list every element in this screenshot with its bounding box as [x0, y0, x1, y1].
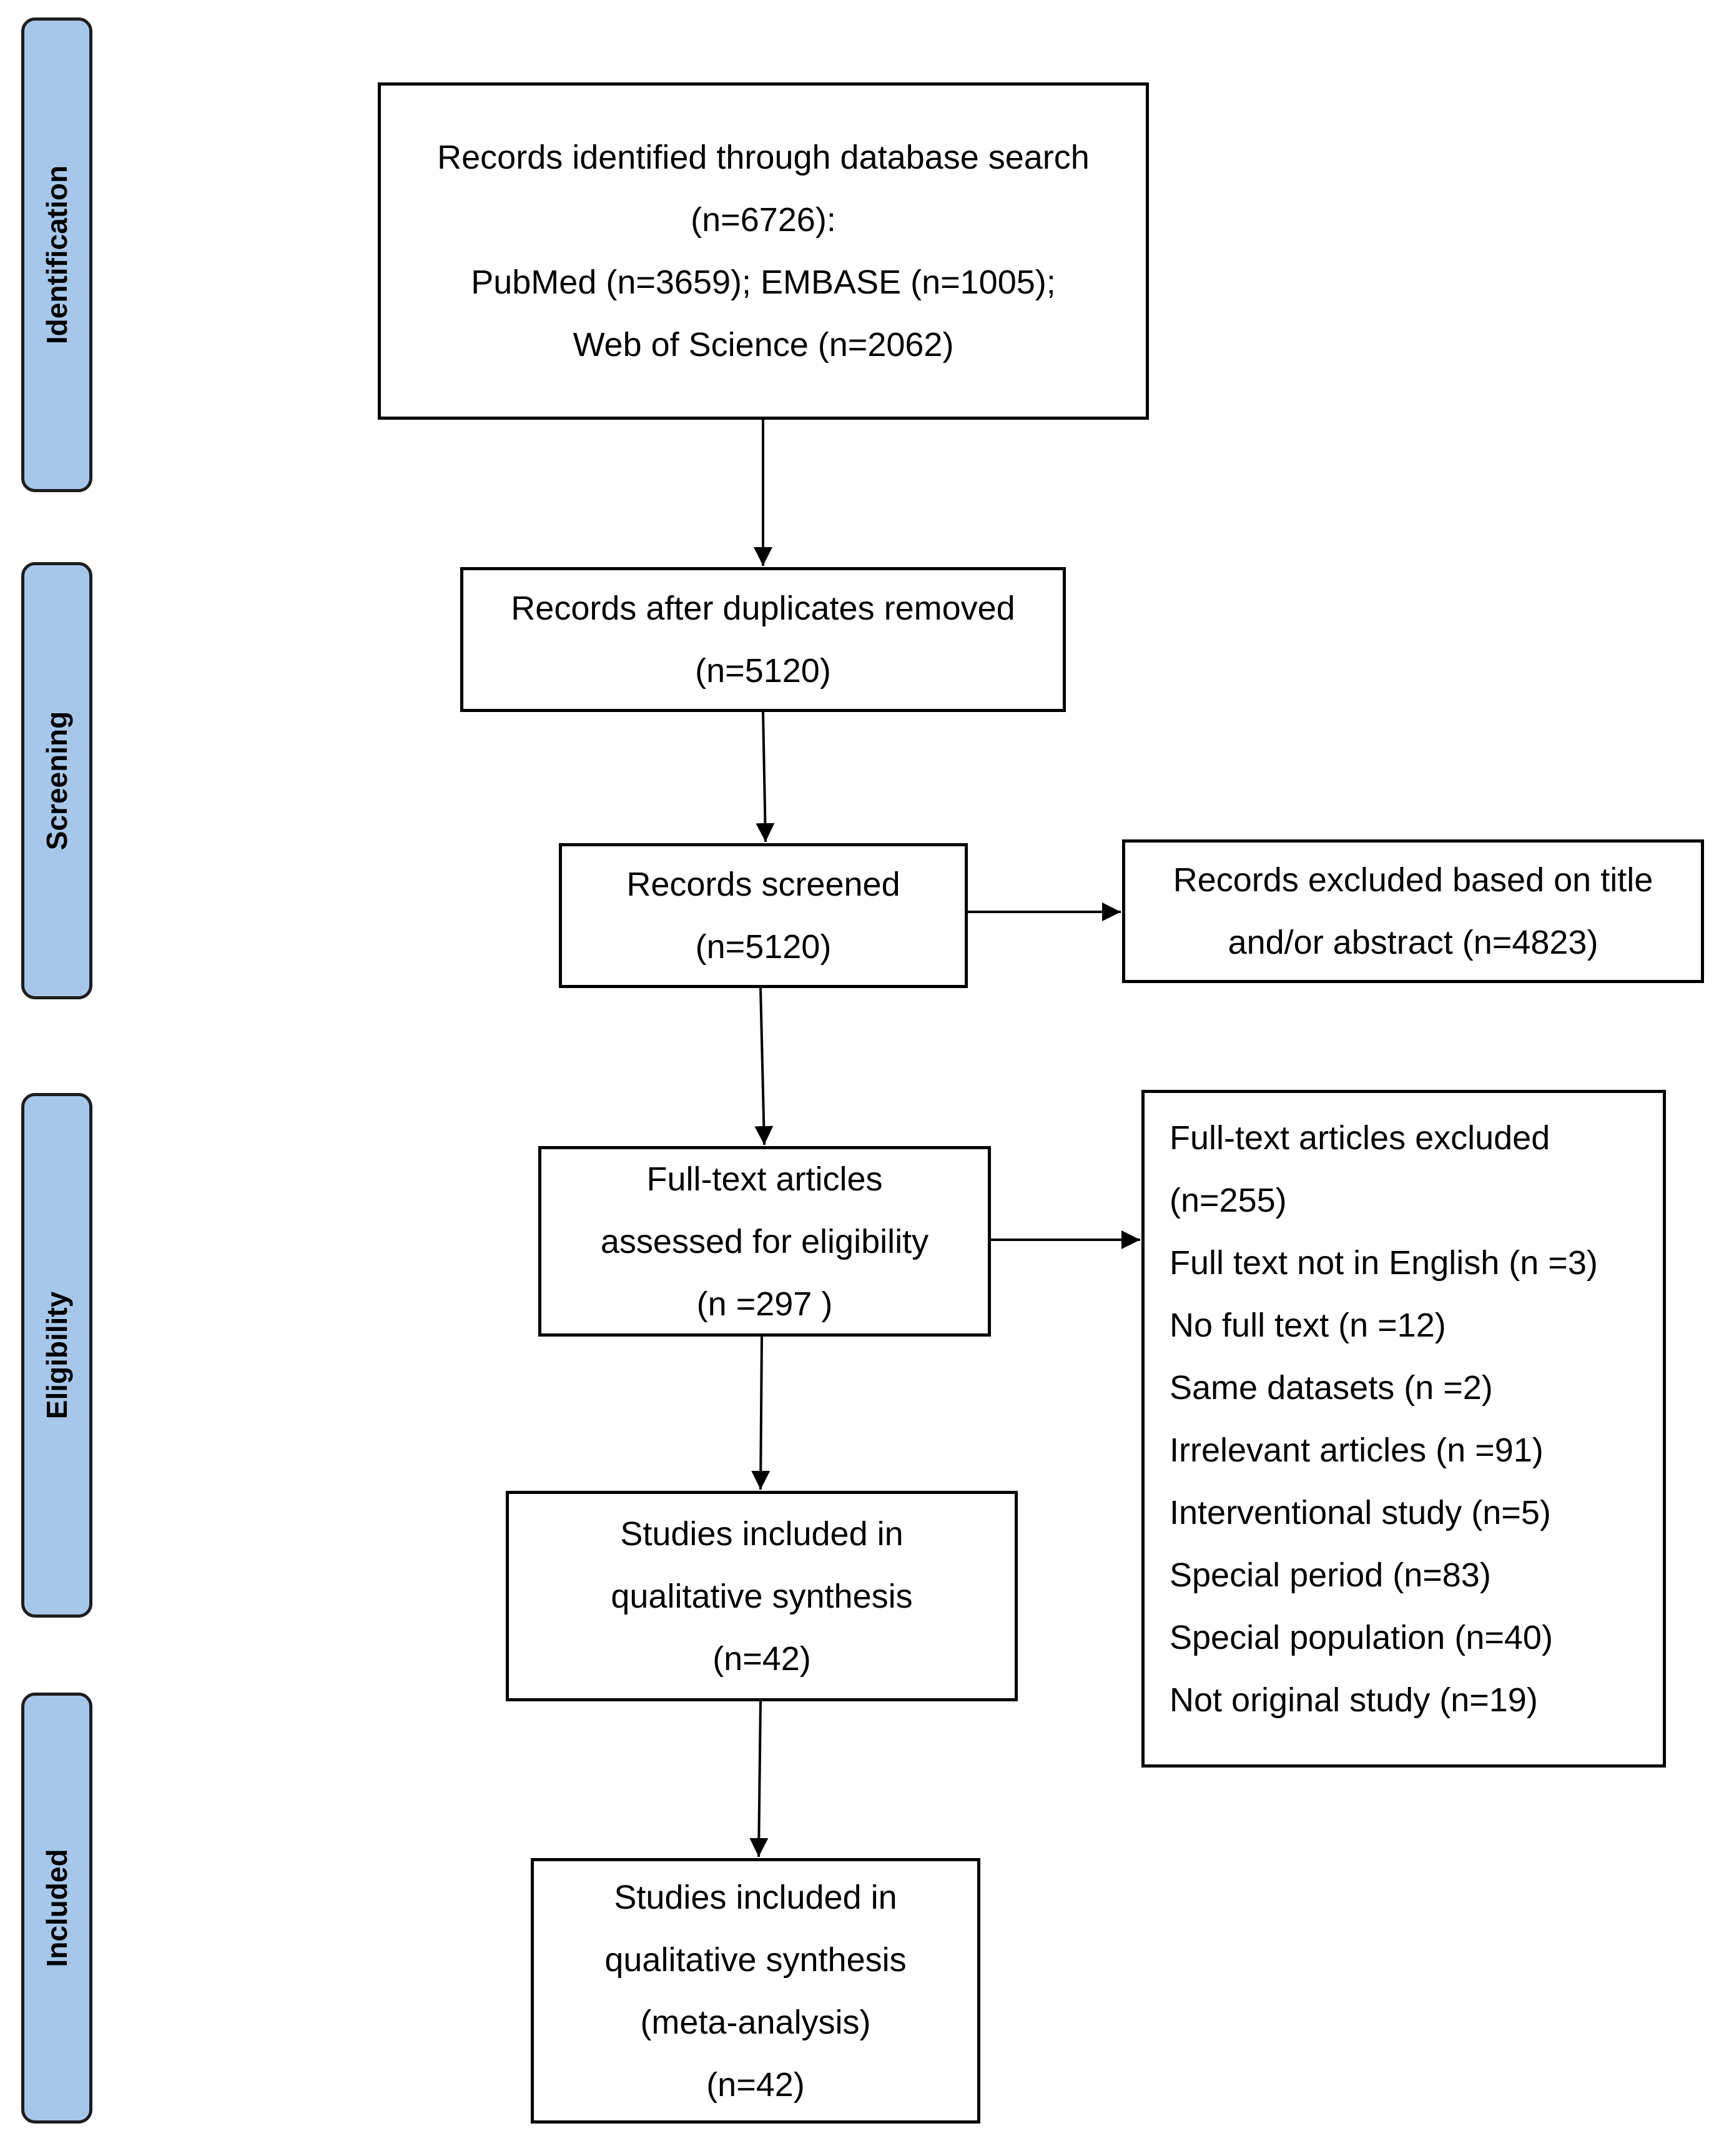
box-line: qualitative synthesis [611, 1577, 913, 1615]
arrow-screened-to-full-text [754, 987, 774, 1145]
duplicates-removed-box: Records after duplicates removed (n=5120… [460, 567, 1066, 712]
box-line: Same datasets (n =2) [1170, 1369, 1493, 1407]
box-line: No full text (n =12) [1170, 1307, 1446, 1344]
box-line: Interventional study (n=5) [1170, 1494, 1551, 1531]
box-line: Full text not in English (n =3) [1170, 1244, 1598, 1282]
arrow-qualitative-to-meta [749, 1701, 769, 1857]
box-line: Records after duplicates removed [511, 590, 1015, 627]
box-line: (n=5120) [695, 928, 832, 966]
arrow-full-text-to-qualitative [751, 1336, 771, 1490]
box-line: (n=5120) [695, 652, 831, 690]
box-line: (n=42) [706, 2065, 805, 2104]
box-line: qualitative synthesis [604, 1941, 907, 1979]
qualitative-synthesis-box: Studies included in qualitative synthesi… [506, 1491, 1018, 1701]
box-line: assessed for eligibility [600, 1222, 929, 1260]
full-text-assessed-box: Full-text articles assessed for eligibil… [538, 1146, 991, 1337]
box-line: Full-text articles [646, 1160, 883, 1198]
box-line: Studies included in [620, 1515, 904, 1553]
box-line: (n=6726): [691, 201, 836, 239]
box-line: Records identified through database sear… [437, 139, 1090, 176]
box-line: Irrelevant articles (n =91) [1170, 1432, 1544, 1469]
box-line: PubMed (n=3659); EMBASE (n=1005); [471, 264, 1056, 301]
box-line: Special period (n=83) [1170, 1556, 1491, 1594]
box-line: Special population (n=40) [1170, 1619, 1553, 1656]
box-line: (meta-analysis) [640, 2003, 871, 2041]
records-identified-box: Records identified through database sear… [378, 82, 1149, 420]
box-line: Studies included in [614, 1878, 897, 1916]
box-line: Not original study (n=19) [1170, 1681, 1538, 1719]
full-text-excluded-box: Full-text articles excluded (n=255) Full… [1141, 1090, 1666, 1768]
box-line: (n =297 ) [696, 1285, 833, 1323]
box-line: Full-text articles excluded [1170, 1119, 1550, 1157]
phase-identification: Identification [21, 17, 92, 492]
phase-included: Included [21, 1693, 92, 2124]
box-line: Records excluded based on title [1173, 861, 1653, 899]
arrow-duplicates-to-screened [756, 711, 775, 843]
box-line: Web of Science (n=2062) [573, 326, 954, 363]
box-line: Records screened [626, 866, 900, 903]
meta-analysis-box: Studies included in qualitative synthesi… [531, 1858, 980, 2124]
box-line: (n=255) [1170, 1182, 1287, 1219]
box-line: (n=42) [712, 1639, 811, 1678]
phase-eligibility: Eligibility [21, 1093, 92, 1618]
box-line: and/or abstract (n=4823) [1228, 924, 1599, 961]
phase-screening: Screening [21, 562, 92, 999]
records-excluded-box: Records excluded based on title and/or a… [1122, 839, 1704, 983]
records-screened-box: Records screened (n=5120) [559, 843, 968, 988]
